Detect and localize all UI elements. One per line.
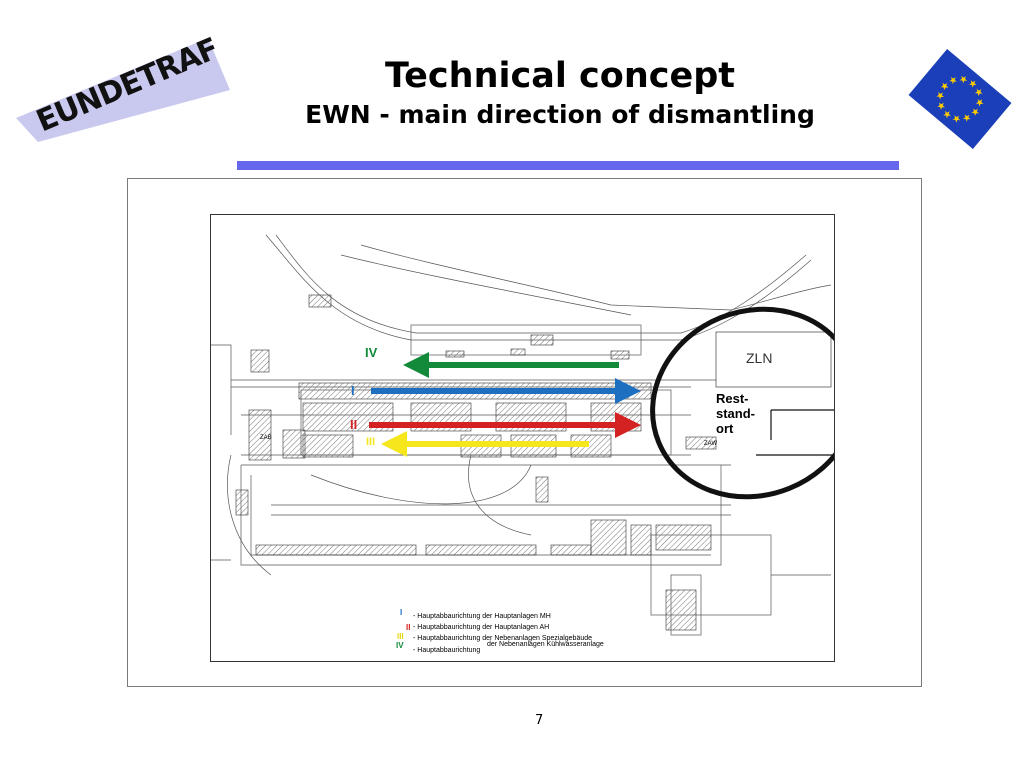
arrow-label-iii: III (366, 436, 376, 448)
zln-building (715, 331, 832, 388)
legend-text-i: - Hauptabbaurichtung der Hauptanlagen MH (413, 613, 551, 620)
eu-flag-icon (900, 44, 1020, 154)
flag-star (962, 114, 971, 122)
arrow-ii-head (615, 412, 641, 438)
flag-star (949, 76, 957, 85)
flag-star (943, 110, 951, 119)
legend-num-ii: II (406, 623, 411, 632)
reststandort-line3: ort (716, 421, 734, 436)
reststandort-line1: Rest- (716, 391, 749, 406)
flag-star (937, 102, 945, 110)
zln-label: ZLN (746, 350, 773, 366)
flag-star (971, 108, 980, 116)
flag-star (974, 88, 983, 97)
arrows-group (369, 352, 641, 457)
reststandort-ellipse (650, 306, 834, 500)
reststandort-label: Rest- stand- ort (716, 391, 755, 436)
page-title: Technical concept (384, 56, 736, 96)
legend-num-i: I (400, 608, 403, 617)
reststandort-line2: stand- (716, 406, 755, 421)
legend-num-iv: IV (396, 641, 404, 650)
flag-star (975, 99, 984, 107)
title-divider (237, 161, 899, 170)
legend-text-ii: - Hauptabbaurichtung der Hauptanlagen AH (413, 624, 550, 631)
site-plan-map: IV I II III ZLN ZAB ZAW Rest- stand- ort… (210, 214, 835, 662)
legend-text-iii: - Hauptabbaurichtung der Nebenanlagen Sp… (413, 635, 593, 642)
flag-star (968, 80, 977, 88)
page-subtitle: EWN - main direction of dismantling (305, 100, 815, 129)
legend-text-iv: - Hauptabbaurichtung (413, 647, 481, 654)
eundetraf-logo: EUNDETRAF (8, 30, 230, 142)
arrow-label-iv: IV (365, 345, 378, 360)
title-block: Technical concept EWN - main direction o… (180, 56, 940, 130)
flag-star (940, 82, 949, 91)
page-number: 7 (535, 713, 544, 728)
zab-label: ZAB (260, 435, 272, 441)
legend-text-iv-extra: der Nebenanlagen Kühlwasseranlage (487, 641, 604, 648)
arrow-iii-head (381, 431, 407, 457)
site-plan-svg (211, 234, 834, 636)
arrow-i-head (615, 378, 641, 404)
legend-num-iii: III (397, 632, 404, 641)
flag-star (959, 75, 968, 84)
arrow-iv-head (403, 352, 429, 378)
arrow-label-ii: II (350, 417, 358, 432)
flag-star (952, 115, 961, 123)
flag-star (936, 92, 945, 100)
zaw-label: ZAW (704, 441, 718, 447)
buildings (235, 294, 717, 631)
arrow-label-i: I (351, 383, 355, 398)
